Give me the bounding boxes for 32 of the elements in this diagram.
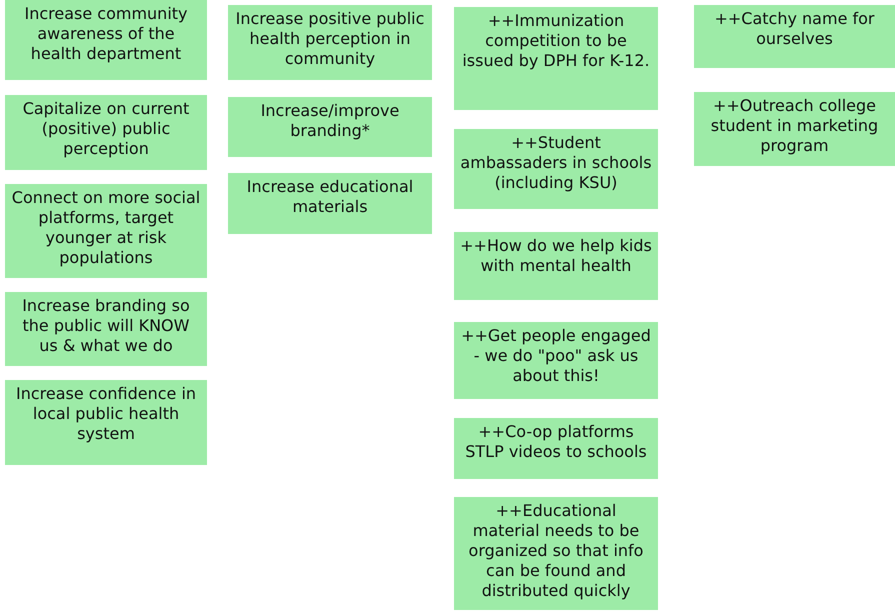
note-text: ++Educational material needs to be organized so that info can be found and distributed quickly (468, 501, 644, 601)
sticky-note (454, 232, 658, 300)
sticky-note (454, 322, 658, 399)
sticky-note (228, 5, 432, 80)
sticky-note (454, 129, 658, 209)
sticky-note (5, 95, 207, 170)
sticky-note (454, 497, 658, 610)
note-text: ++Student ambassaders in schools (including KSU) (460, 133, 652, 193)
note-text: ++Outreach college student in marketing program (710, 96, 880, 156)
note-text: Connect on more social platforms, target younger at risk populations (11, 188, 201, 268)
sticky-note (5, 292, 207, 366)
sticky-note (694, 5, 895, 68)
sticky-note (5, 0, 207, 80)
note-text: ++Get people engaged - we do "poo" ask us about this! (460, 326, 652, 386)
note-text: Increase educational materials (246, 177, 414, 217)
note-text: ++Catchy name for ourselves (713, 9, 876, 49)
note-text: ++How do we help kids with mental health (460, 236, 652, 276)
note-text: Increase branding so the public will KNOW us & what we do (21, 296, 191, 356)
note-text: Capitalize on current (positive) public perception (22, 99, 190, 159)
sticky-note (454, 418, 658, 479)
sticky-note (228, 97, 432, 157)
note-text: ++Immunization competition to be issued by DPH for K-12. (461, 11, 651, 71)
note-text: Increase community awareness of the health department (23, 4, 189, 64)
sticky-note (228, 173, 432, 234)
sticky-note (454, 7, 658, 110)
sticky-note (5, 380, 207, 465)
note-text: ++Co-op platforms STLP videos to schools (464, 422, 648, 462)
note-text: Increase confidence in local public health system (14, 384, 198, 444)
sticky-note (694, 92, 895, 166)
sticky-note (5, 184, 207, 278)
note-text: Increase positive public health perception in community (234, 9, 426, 69)
note-text: Increase/improve branding* (260, 101, 400, 141)
